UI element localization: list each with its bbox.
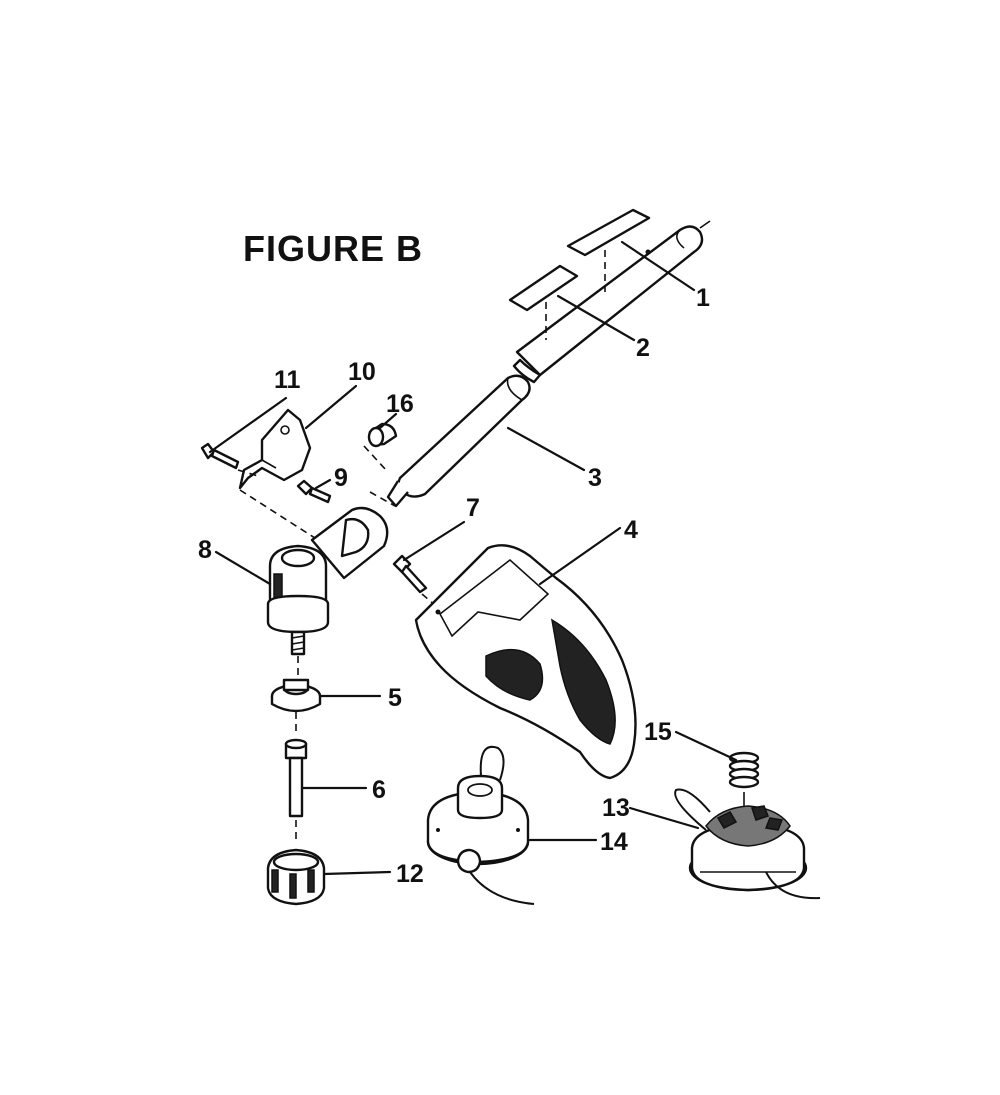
callout-9: 9 bbox=[334, 464, 348, 492]
callout-2: 2 bbox=[636, 334, 650, 362]
spool-part bbox=[674, 788, 821, 900]
callout-11: 11 bbox=[274, 366, 301, 394]
bump-knob-part bbox=[266, 848, 326, 906]
lower-shaft-part bbox=[386, 374, 531, 508]
upper-shaft bbox=[512, 220, 711, 384]
spring-part bbox=[728, 751, 760, 789]
decal-2-part bbox=[508, 264, 579, 312]
callout-14: 14 bbox=[600, 828, 628, 856]
callout-3: 3 bbox=[588, 464, 602, 492]
callout-10: 10 bbox=[348, 358, 376, 386]
guard-part bbox=[414, 544, 637, 780]
guard-screw-part bbox=[392, 554, 428, 594]
figure-title: FIGURE B bbox=[243, 228, 424, 269]
bushing-part bbox=[367, 422, 398, 448]
callout-13: 13 bbox=[602, 794, 630, 822]
shield-bracket-part bbox=[238, 408, 312, 490]
callout-7: 7 bbox=[466, 494, 480, 522]
callout-1: 1 bbox=[696, 284, 710, 312]
callout-15: 15 bbox=[644, 718, 672, 746]
decal-1-part bbox=[566, 208, 651, 257]
gearbox-screw-part bbox=[296, 479, 332, 504]
washer-part bbox=[270, 678, 322, 713]
leader-lines bbox=[208, 240, 738, 876]
callout-6: 6 bbox=[372, 776, 386, 804]
bolt-shaft-part bbox=[284, 738, 308, 818]
callout-4: 4 bbox=[624, 516, 638, 544]
callout-16: 16 bbox=[386, 390, 414, 418]
callout-8: 8 bbox=[198, 536, 212, 564]
gearbox-part bbox=[266, 506, 389, 656]
trimmer-head-part bbox=[426, 745, 535, 905]
bracket-screw-part bbox=[200, 442, 240, 470]
callout-5: 5 bbox=[388, 684, 402, 712]
callout-12: 12 bbox=[396, 860, 424, 888]
